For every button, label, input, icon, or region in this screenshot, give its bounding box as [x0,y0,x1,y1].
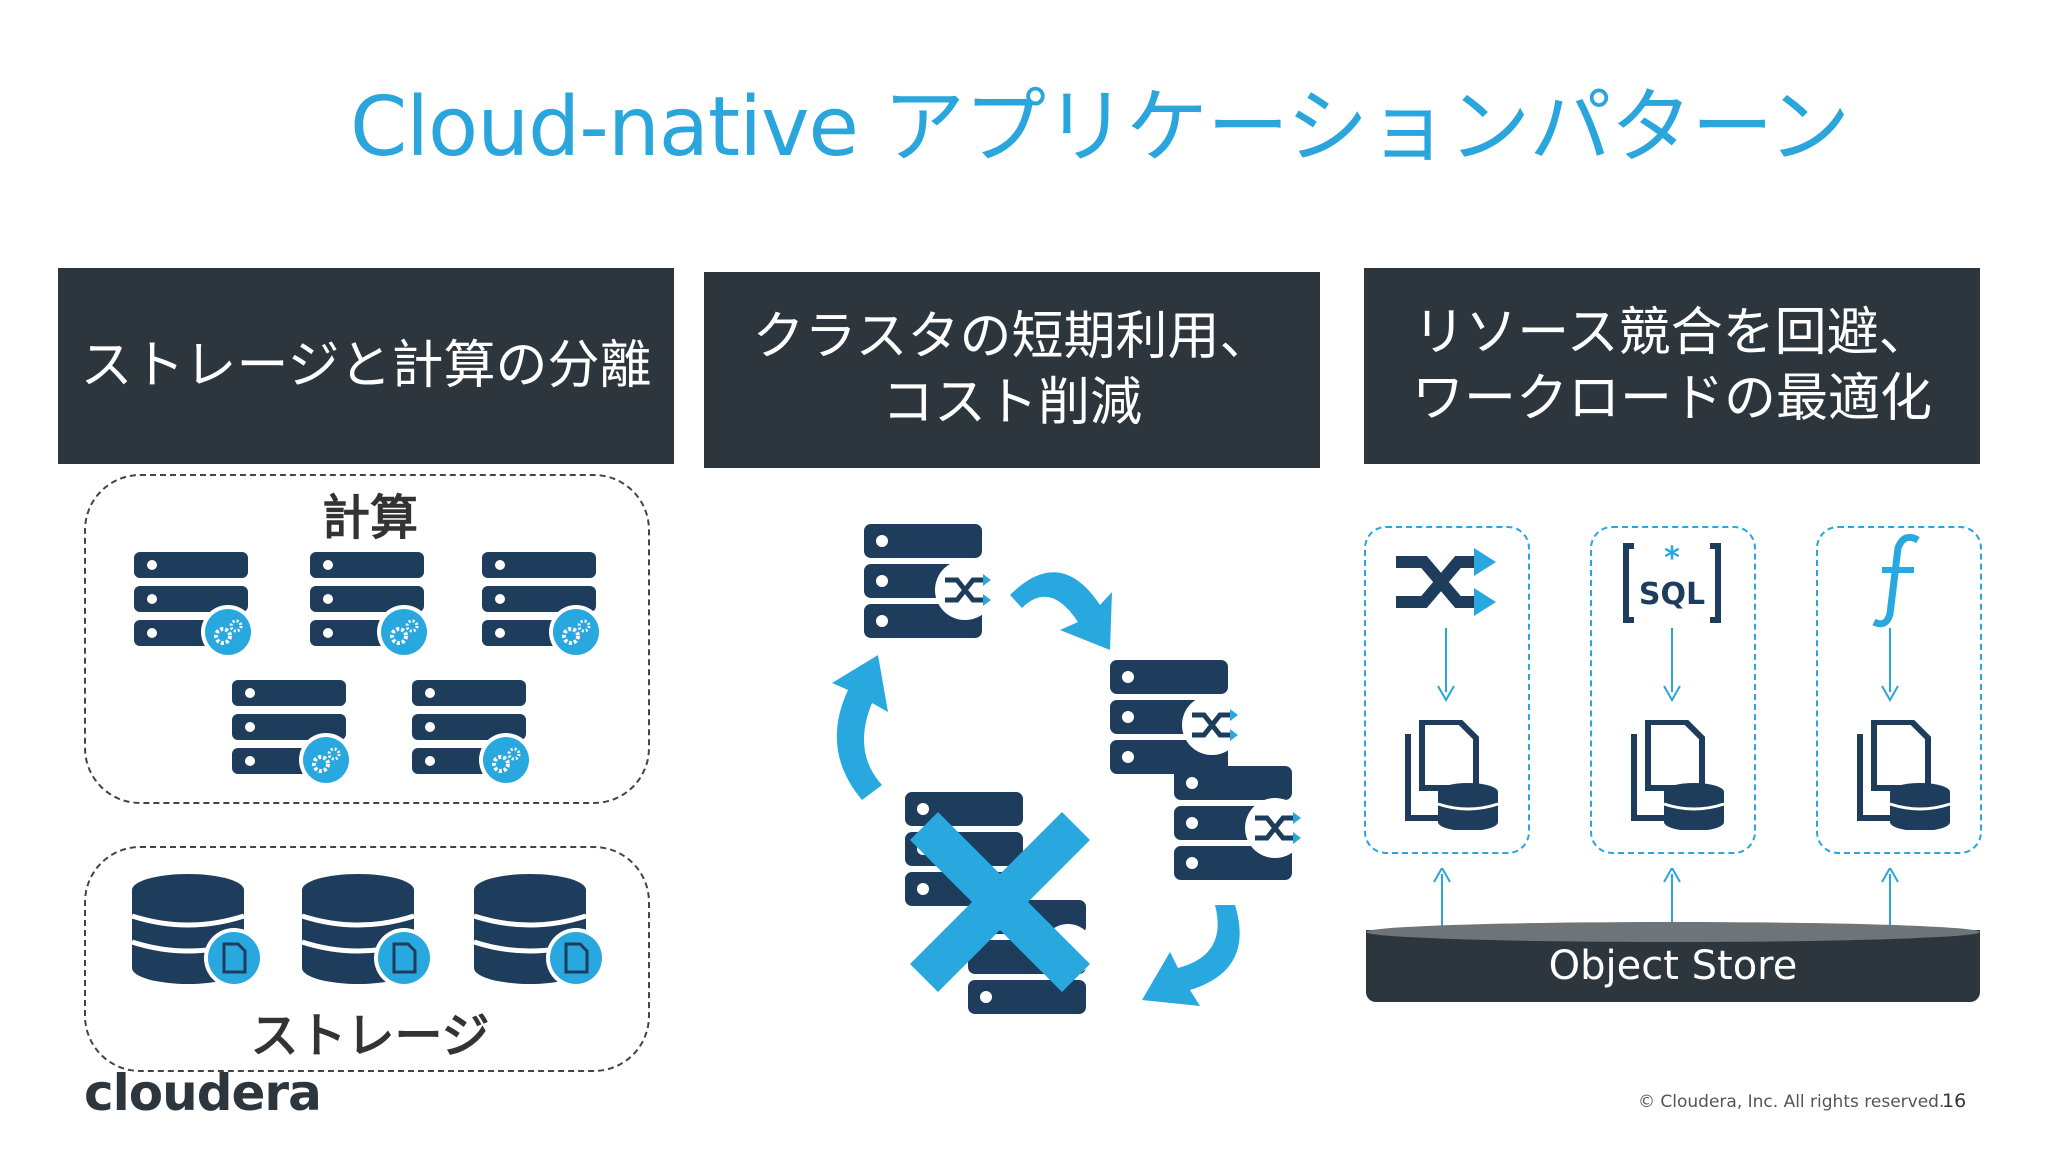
header-short-lived-clusters: クラスタの短期利用、 コスト削減 [704,272,1320,468]
cycle-arrow-icon [1010,572,1112,650]
header-line: リソース競合を回避、 [1413,303,1931,363]
cluster-server-icon [864,524,995,638]
function-icon [1872,533,1920,628]
compute-server-icon [412,680,533,787]
arrow-up-icon [1663,868,1681,930]
compute-server-icon [232,680,353,787]
documents-database-icon [1405,720,1499,830]
arrow-down-icon [1437,628,1455,702]
copyright-text: © Cloudera, Inc. All rights reserved. [1638,1092,1945,1112]
header-line: コスト削減 [881,373,1142,433]
arrow-up-icon [1881,868,1899,930]
header-line: クラスタの短期利用、 [752,307,1272,367]
object-store: Object Store [1366,930,1980,1002]
header-storage-compute-separation: ストレージと計算の分離 [58,268,674,464]
cluster-lifecycle-diagram [832,524,1305,1014]
compute-group [84,474,650,804]
header-line: ストレージと計算の分離 [80,336,652,396]
storage-group [84,846,650,1072]
arrow-up-icon [1433,868,1451,930]
slide-title: Cloud-native アプリケーションパターン [350,80,1850,175]
cloudera-logo: cloudera [84,1064,322,1122]
object-store-label: Object Store [1548,943,1798,989]
shuffle-icon [1396,548,1496,616]
header-line: ワークロードの最適化 [1411,369,1932,429]
database-file-icon [132,874,264,988]
cycle-arrow-icon [832,655,888,800]
arrow-down-icon [1663,628,1681,702]
close-icon [910,812,1090,992]
header-workload-optimization: リソース競合を回避、 ワークロードの最適化 [1364,268,1980,464]
storage-label: ストレージ [250,1008,490,1064]
svg-text:*: * [1664,541,1680,576]
database-file-icon [302,874,434,988]
page-number: 16 [1942,1090,1967,1112]
object-store-top [1366,922,1980,942]
database-file-icon [474,874,606,988]
sql-icon: * SQL [1623,541,1721,623]
workload-box-sql [1590,526,1756,854]
cluster-server-icon [1174,766,1305,880]
workload-box-shuffle [1364,526,1530,854]
documents-database-icon [1631,720,1725,830]
workload-box-function [1816,526,1982,854]
cycle-arrow-icon [1142,905,1240,1006]
compute-server-icon [310,552,431,659]
compute-server-icon [134,552,255,659]
compute-label: 計算 [321,490,418,546]
cluster-server-icon [1110,660,1242,774]
documents-database-icon [1857,720,1951,830]
svg-text:SQL: SQL [1639,577,1705,612]
compute-server-icon [482,552,603,659]
arrow-down-icon [1881,628,1899,702]
